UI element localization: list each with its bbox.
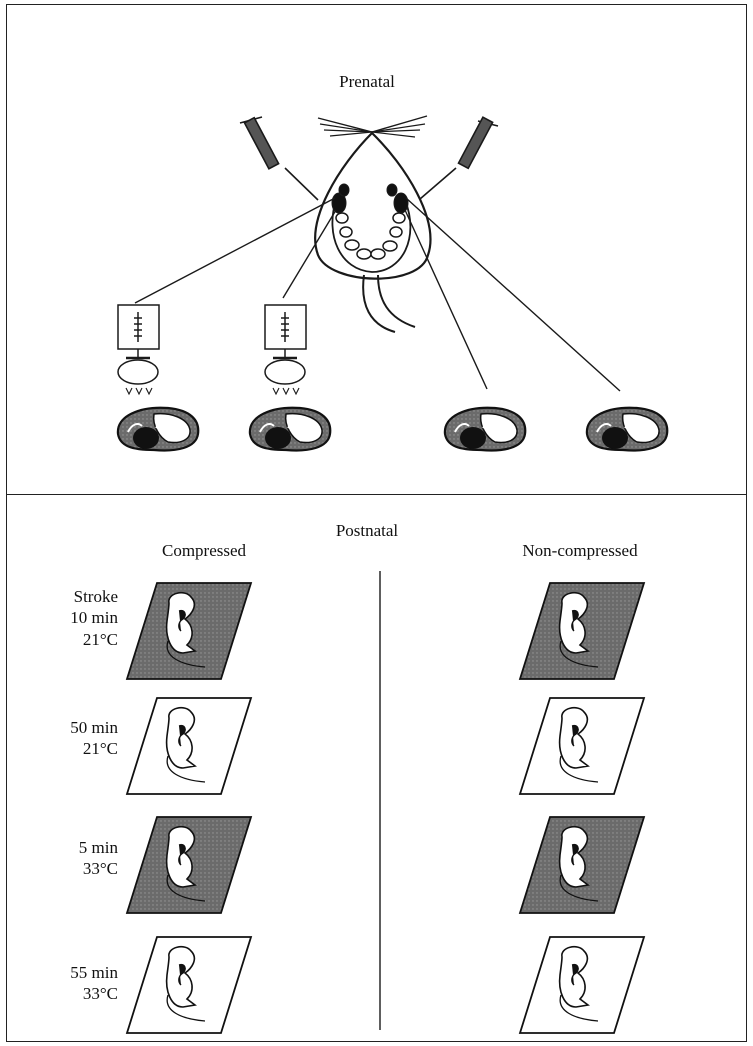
row-label-1: Stroke 10 min 21°C [48, 586, 118, 650]
syringe-left-icon [239, 116, 319, 201]
connector-lines [134, 197, 621, 392]
compression-device-2 [264, 304, 307, 396]
row-4-line-1: 55 min [70, 963, 118, 982]
row-1-line-2: 10 min [70, 608, 118, 628]
pup-card-r4-c1 [125, 936, 253, 1034]
syringe-right-icon [419, 116, 499, 200]
row-1-line-1: Stroke [73, 587, 118, 606]
column-label-non-compressed: Non-compressed [522, 541, 638, 560]
pup-card-r2-c1 [125, 697, 253, 795]
column-label-compressed: Compressed [161, 541, 247, 560]
row-3-line-2: 33°C [82, 859, 118, 879]
row-label-4: 55 min 33°C [48, 962, 118, 1005]
postnatal-title: Postnatal [335, 521, 399, 540]
prenatal-illustration [116, 115, 669, 452]
row-label-2: 50 min 21°C [48, 717, 118, 760]
brain-slice-4 [585, 406, 669, 452]
uterus-illustration [314, 115, 432, 333]
row-2-line-2: 21°C [82, 739, 118, 759]
brain-slice-1 [116, 406, 200, 452]
compression-device-1 [117, 304, 160, 396]
pup-card-r4-c2 [518, 936, 646, 1034]
prenatal-title: Prenatal [339, 72, 395, 91]
brain-slices [116, 406, 669, 452]
pup-card-r1-c1 [125, 582, 253, 680]
row-1-line-3: 21°C [82, 629, 118, 649]
brain-slice-3 [443, 406, 527, 452]
pup-card-r3-c1 [125, 816, 253, 914]
brain-slice-2 [248, 406, 332, 452]
pup-card-r1-c2 [518, 582, 646, 680]
row-4-line-2: 33°C [82, 984, 118, 1004]
pup-card-r2-c2 [518, 697, 646, 795]
pup-card-r3-c2 [518, 816, 646, 914]
row-label-3: 5 min 33°C [48, 837, 118, 880]
row-3-line-1: 5 min [78, 838, 118, 857]
row-2-line-1: 50 min [70, 718, 118, 737]
